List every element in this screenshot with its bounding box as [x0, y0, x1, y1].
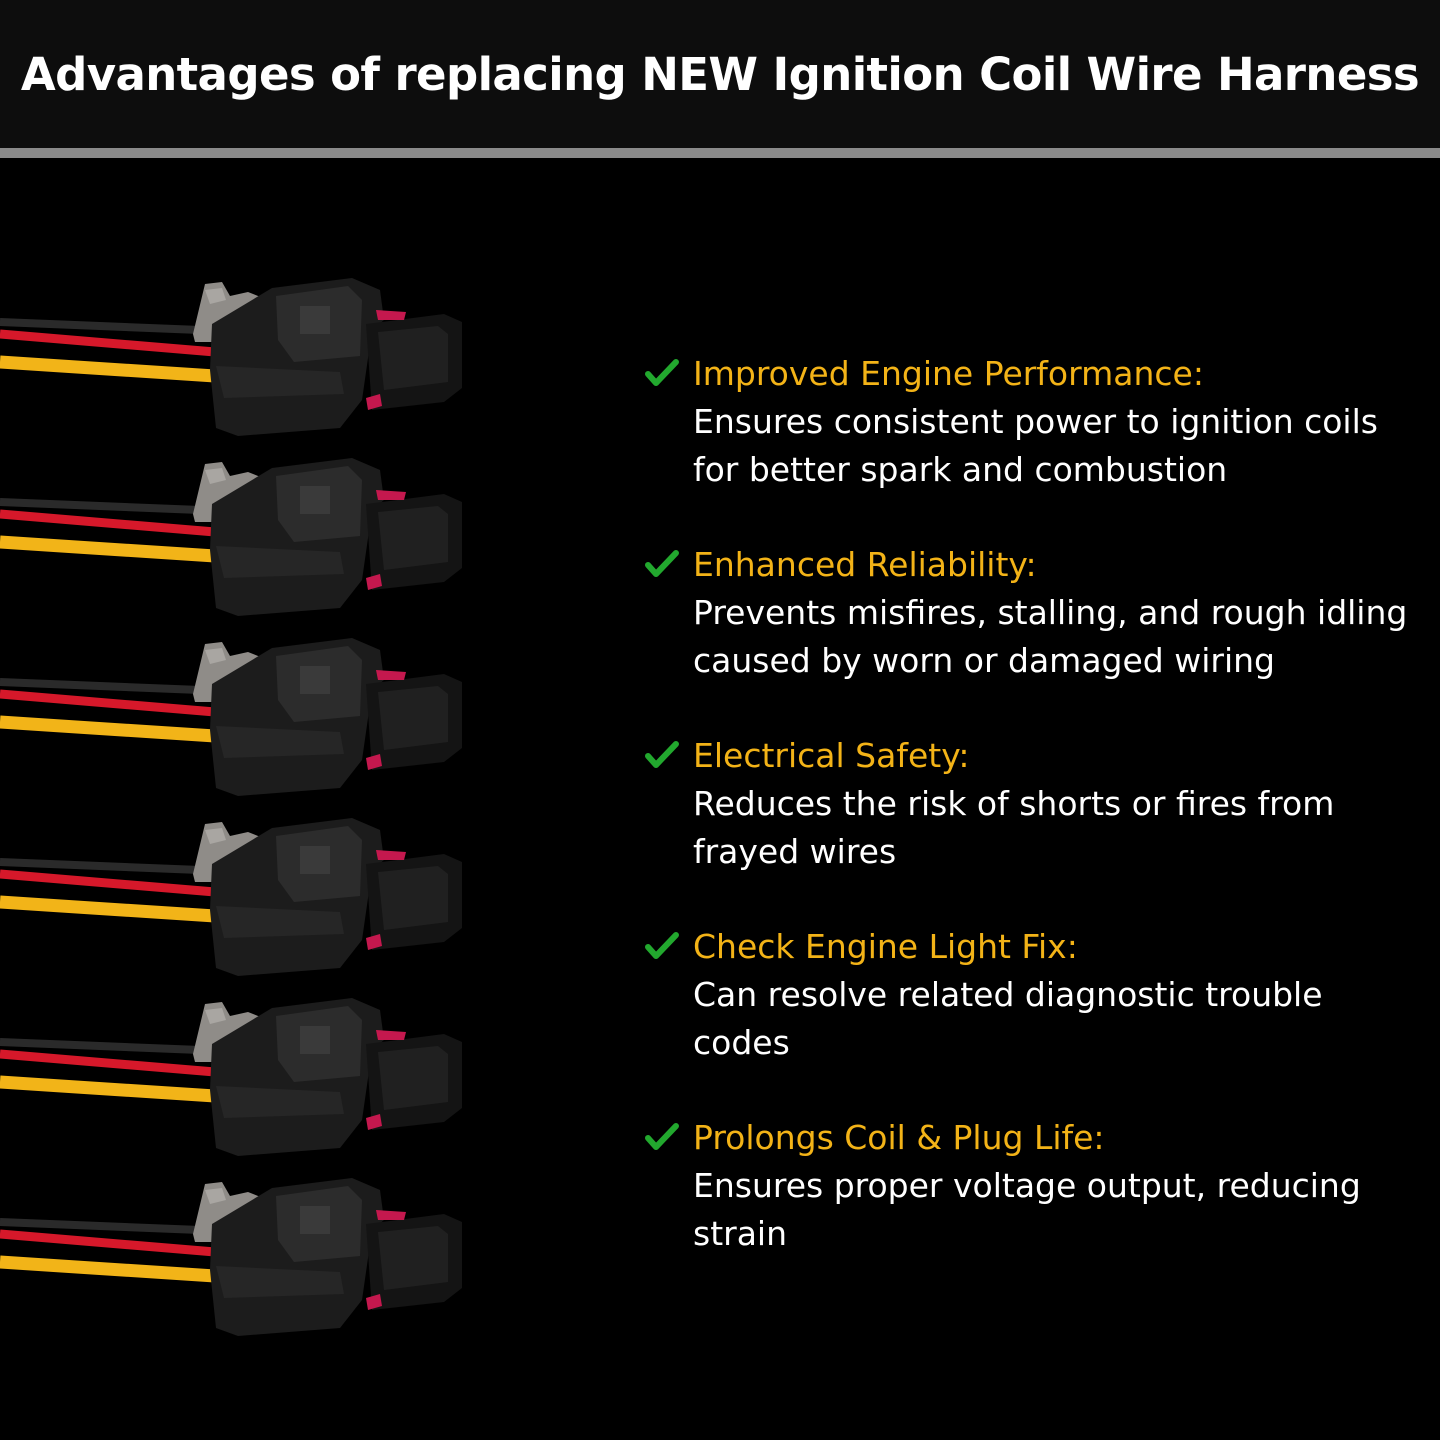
connector-2	[0, 458, 462, 616]
product-image	[0, 270, 480, 1350]
benefit-title: Prolongs Coil & Plug Life:	[693, 1118, 1105, 1157]
benefit-description: Can resolve related diagnostic trouble c…	[693, 975, 1323, 1062]
check-icon	[645, 1123, 679, 1150]
benefit-title: Improved Engine Performance:	[693, 354, 1204, 393]
benefit-item: Improved Engine Performance: Ensures con…	[645, 350, 1415, 494]
benefit-description: Prevents misfires, stalling, and rough i…	[693, 593, 1408, 680]
benefit-item: Electrical Safety: Reduces the risk of s…	[645, 732, 1415, 876]
connector-6	[0, 1178, 462, 1336]
benefits-list: Improved Engine Performance: Ensures con…	[645, 350, 1415, 1305]
benefit-title: Check Engine Light Fix:	[693, 927, 1078, 966]
connector-1	[0, 278, 462, 436]
connector-5	[0, 998, 462, 1156]
check-icon	[645, 932, 679, 959]
benefit-item: Enhanced Reliability: Prevents misfires,…	[645, 541, 1415, 685]
benefit-description: Ensures proper voltage output, reducing …	[693, 1166, 1361, 1253]
benefit-item: Prolongs Coil & Plug Life: Ensures prope…	[645, 1114, 1415, 1258]
benefit-title: Electrical Safety:	[693, 736, 970, 775]
connector-3	[0, 638, 462, 796]
check-icon	[645, 359, 679, 386]
page-title: Advantages of replacing NEW Ignition Coi…	[20, 47, 1420, 101]
benefit-title: Enhanced Reliability:	[693, 545, 1037, 584]
connector-4	[0, 818, 462, 976]
benefit-description: Ensures consistent power to ignition coi…	[693, 402, 1378, 489]
check-icon	[645, 550, 679, 577]
benefit-item: Check Engine Light Fix: Can resolve rela…	[645, 923, 1415, 1067]
header-divider	[0, 148, 1440, 158]
benefit-description: Reduces the risk of shorts or fires from…	[693, 784, 1335, 871]
check-icon	[645, 741, 679, 768]
header-bar: Advantages of replacing NEW Ignition Coi…	[0, 0, 1440, 148]
